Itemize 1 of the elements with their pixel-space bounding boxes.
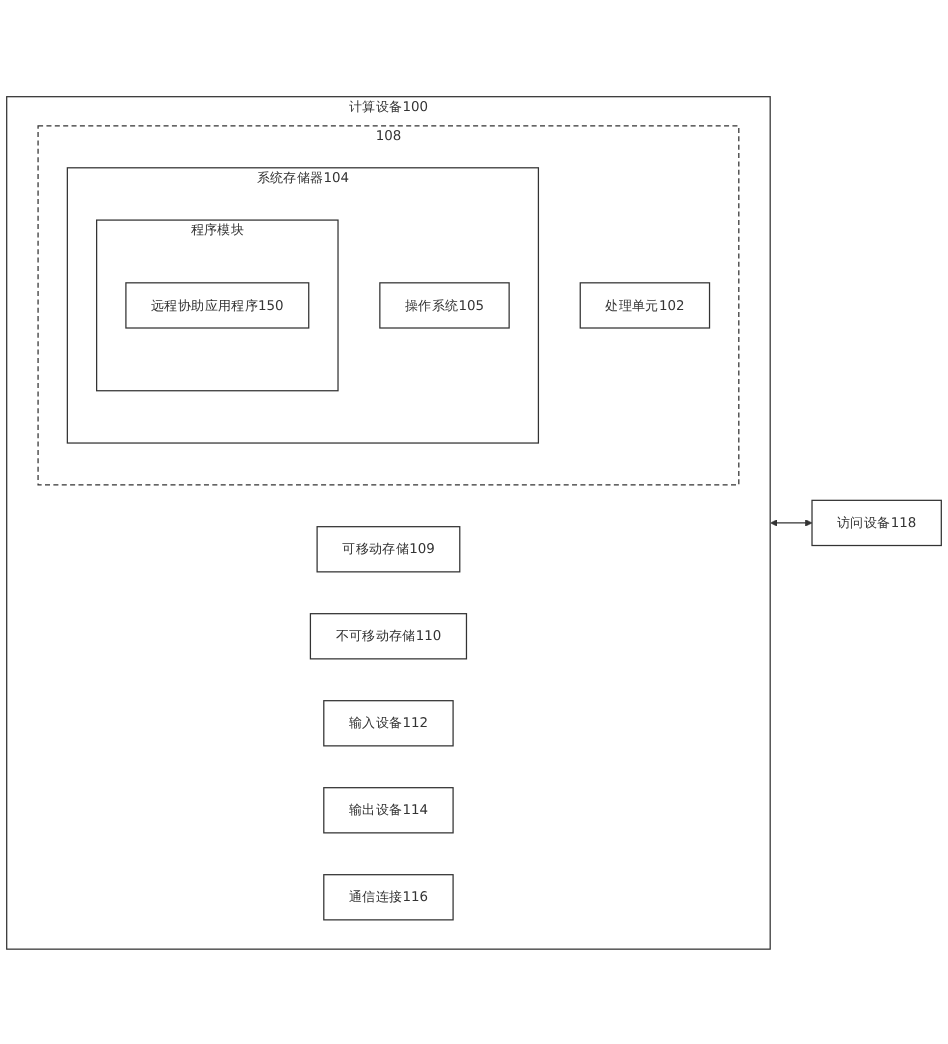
arrow xyxy=(770,518,813,526)
